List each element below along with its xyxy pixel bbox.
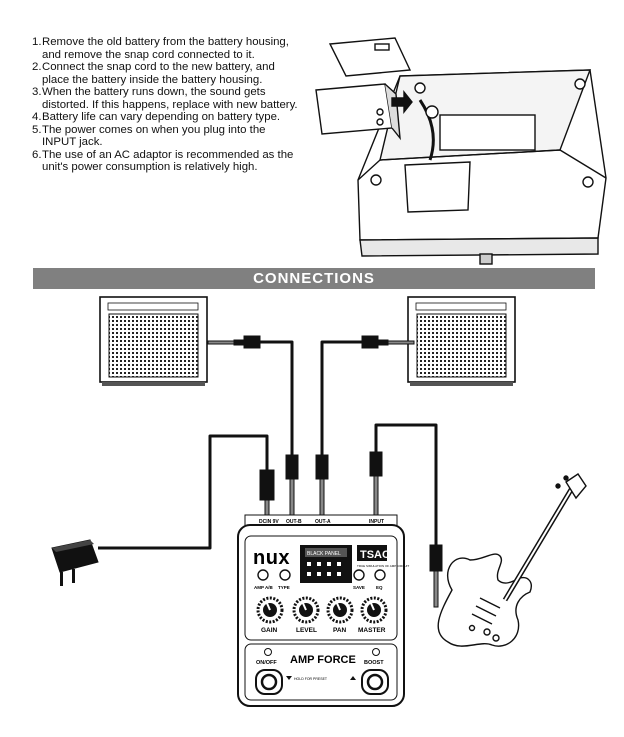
led-left [264,648,272,656]
hold-text: HOLD FOR PRESET [294,677,328,681]
type-button[interactable] [279,569,291,581]
save-label: SAVE [353,585,365,590]
led-right [372,648,380,656]
triangle-up-icon [350,676,356,680]
pan-label: PAN [333,627,347,634]
pedal-name: AMP FORCE [290,654,356,666]
eq-label: EQ [376,585,383,590]
knob-pan[interactable] [326,596,354,624]
knob-gain[interactable] [256,596,284,624]
pedal [237,514,405,707]
tsac-badge [357,545,387,561]
instruction-step: 3.When the battery runs down, the sound … [32,86,298,111]
tsac-badge-subtext: TRUE SIMULATION OF AMP CIRCUIT [357,564,409,568]
level-label: LEVEL [296,627,317,634]
triangle-down-icon [286,676,292,680]
battery-illustration [315,37,607,265]
gain-label: GAIN [261,627,278,634]
footswitch-left[interactable] [255,669,283,695]
jack-outb-label: OUT-B [286,519,302,525]
type-label: TYPE [278,585,290,590]
cables [98,340,438,550]
instruction-step: 5.The power comes on when you plug into … [32,123,266,149]
onoff-label: ON/OFF [256,660,277,666]
boost-label: BOOST [364,660,384,666]
left-amplifier [99,296,208,386]
ac-adaptor [51,539,99,586]
screen-indicators [307,562,341,576]
jack-dcin-label: DCIN 9V [259,519,279,525]
display-text: BLACK PANEL [307,551,341,557]
footswitch-right[interactable] [361,669,389,695]
brand-logo: nux [253,547,290,569]
save-button[interactable] [353,569,365,581]
amp-ab-label: AMP A/B [254,585,274,590]
eq-button[interactable] [374,569,386,581]
plugs [207,335,443,608]
amp-ab-button[interactable] [257,569,269,581]
knob-level[interactable] [292,596,320,624]
instruction-step: 2.Connect the snap cord to the new batte… [32,61,275,86]
guitar-illustration [437,473,587,647]
instruction-step: 4.Battery life can vary depending on bat… [32,111,281,123]
right-amplifier [407,296,516,386]
instruction-step: 6.The use of an AC adaptor is recommende… [32,148,294,174]
instruction-step: 1.Remove the old battery from the batter… [32,36,289,61]
section-banner: CONNECTIONS [33,268,595,289]
battery-instructions: 1.Remove the old battery from the batter… [32,36,302,174]
jack-outa-label: OUT-A [315,519,331,525]
knob-master[interactable] [360,596,388,624]
tsac-badge-text: TSAC [360,549,390,561]
master-label: MASTER [358,627,386,634]
jack-input-label: INPUT [369,519,384,525]
